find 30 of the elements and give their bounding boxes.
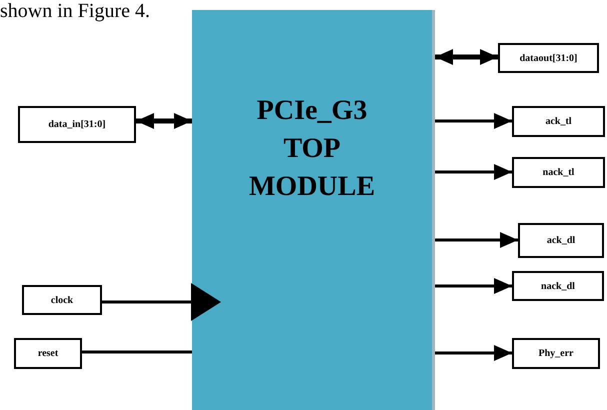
signal-box: [518, 223, 604, 258]
signal-box: [22, 285, 102, 315]
signal-name: ack_dl: [546, 235, 576, 246]
signal-box: [14, 338, 82, 369]
signal-box: [512, 338, 600, 369]
arrow: [435, 49, 498, 65]
arrow: [102, 283, 221, 321]
signal-name: nack_tl: [542, 167, 574, 178]
signal-name: reset: [38, 348, 58, 359]
module-title: PCIe_G3 TOP MODULE: [248, 94, 376, 204]
arrow: [136, 113, 192, 129]
signal-name: data_in[31:0]: [48, 119, 106, 130]
signal-box: [498, 43, 599, 73]
arrow: [435, 164, 512, 180]
arrow: [435, 113, 512, 129]
signal-box: [512, 157, 605, 188]
signal-name: dataout[31:0]: [520, 52, 578, 64]
arrow: [435, 345, 512, 361]
caption-text: shown in Figure 4.: [0, 0, 150, 22]
signal-name: Phy_err: [538, 348, 574, 359]
signal-name: ack_tl: [545, 116, 572, 127]
arrow: [435, 232, 518, 248]
arrow: [435, 278, 512, 294]
signal-box: [18, 106, 136, 143]
module-block: [192, 10, 435, 410]
connector-line: [82, 350, 192, 354]
signal-box: [512, 271, 604, 301]
signal-box: [512, 106, 605, 137]
signal-name: clock: [50, 294, 74, 306]
signal-name: nack_dl: [541, 280, 575, 292]
